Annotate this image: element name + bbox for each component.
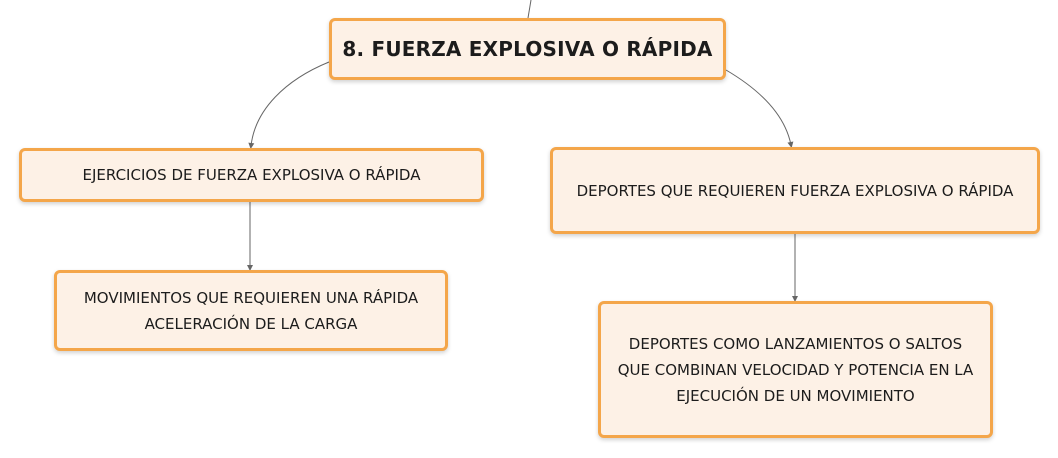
detail-label-movimientos: MOVIMIENTOS QUE REQUIEREN UNA RÁPIDA ACE…	[83, 288, 419, 333]
subtopic-label-deportes: DEPORTES QUE REQUIEREN FUERZA EXPLOSIVA …	[576, 181, 1014, 200]
central-topic-label: 8. FUERZA EXPLOSIVA O RÁPIDA	[342, 37, 713, 61]
subtopic-label-ejercicios: EJERCICIOS DE FUERZA EXPLOSIVA O RÁPIDA	[82, 166, 421, 184]
detail-node-movimientos[interactable]: MOVIMIENTOS QUE REQUIEREN UNA RÁPIDA ACE…	[54, 270, 448, 351]
connector-from-parent	[527, 0, 532, 19]
connector-root-to-right	[725, 69, 794, 148]
subtopic-node-ejercicios[interactable]: EJERCICIOS DE FUERZA EXPLOSIVA O RÁPIDA	[19, 148, 484, 202]
detail-node-lanzamientos[interactable]: DEPORTES COMO LANZAMIENTOS O SALTOS QUE …	[598, 301, 993, 438]
subtopic-node-deportes[interactable]: DEPORTES QUE REQUIEREN FUERZA EXPLOSIVA …	[550, 147, 1040, 234]
detail-label-lanzamientos: DEPORTES COMO LANZAMIENTOS O SALTOS QUE …	[617, 334, 974, 405]
central-topic-node[interactable]: 8. FUERZA EXPLOSIVA O RÁPIDA	[329, 18, 726, 80]
connector-root-to-left	[248, 61, 330, 149]
